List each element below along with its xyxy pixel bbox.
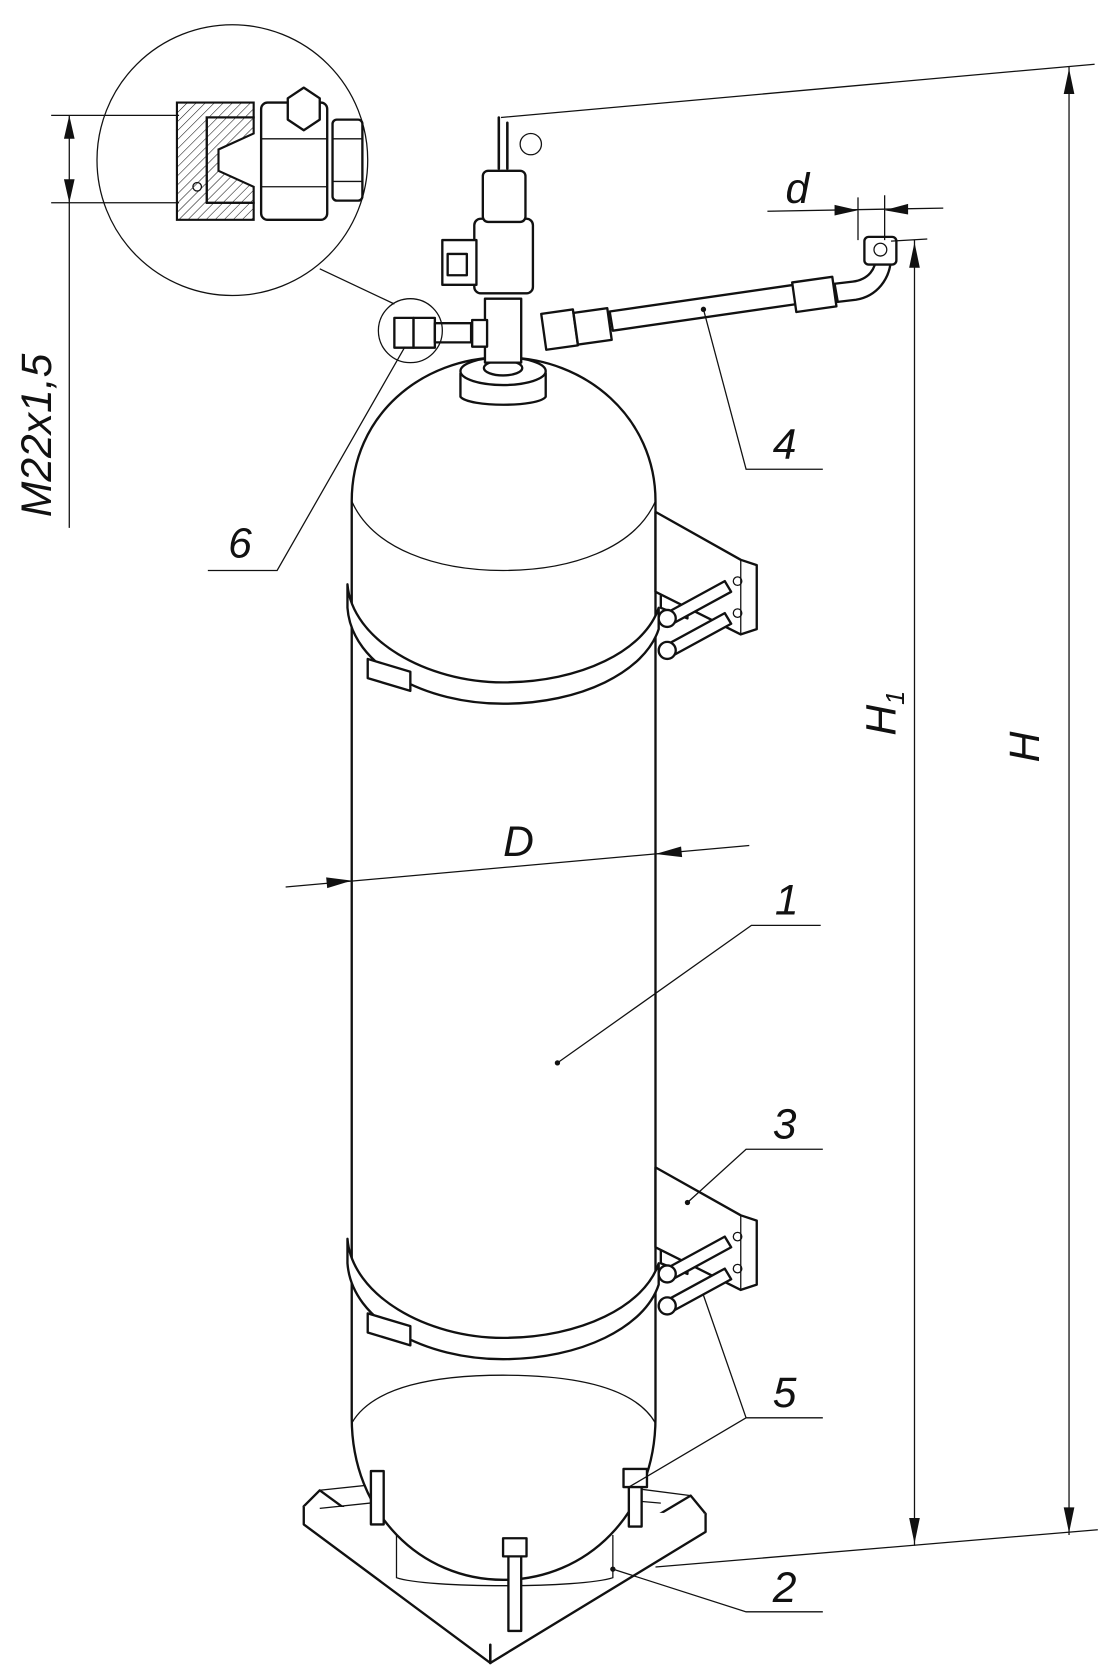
callout-2: 2 — [610, 1564, 823, 1613]
svg-text:6: 6 — [228, 520, 252, 568]
outlet-diameter-label: d — [786, 165, 811, 213]
callout-3: 3 — [684, 1101, 823, 1206]
hose — [540, 235, 898, 351]
diameter-label: D — [503, 818, 534, 866]
outlet-height-label: H1 — [857, 691, 910, 736]
callout-4: 4 — [702, 309, 823, 470]
svg-text:5: 5 — [773, 1369, 797, 1417]
thread-dimension: M22x1,5 — [13, 114, 180, 528]
outlet-diameter-dimension: d — [767, 165, 944, 241]
callout-5: 5 — [628, 1295, 823, 1488]
thread-label: M22x1,5 — [13, 353, 61, 517]
svg-text:2: 2 — [772, 1564, 797, 1612]
lower-wall-bracket — [654, 1166, 758, 1316]
callout-1: 1 — [554, 877, 821, 1066]
svg-text:1: 1 — [775, 877, 799, 925]
upper-wall-bracket — [654, 510, 758, 661]
svg-text:3: 3 — [773, 1101, 797, 1149]
diameter-dimension: D — [285, 818, 750, 889]
svg-text:4: 4 — [773, 421, 797, 469]
valve-assembly — [377, 116, 547, 406]
cylinder — [350, 356, 657, 1633]
detail-view-fitting — [96, 24, 395, 305]
overall-height-label: H — [1001, 731, 1049, 762]
overall-height-dimension: H — [500, 63, 1098, 1568]
outlet-height-dimension: H1 — [857, 238, 928, 1546]
callout-6: 6 — [207, 346, 406, 572]
